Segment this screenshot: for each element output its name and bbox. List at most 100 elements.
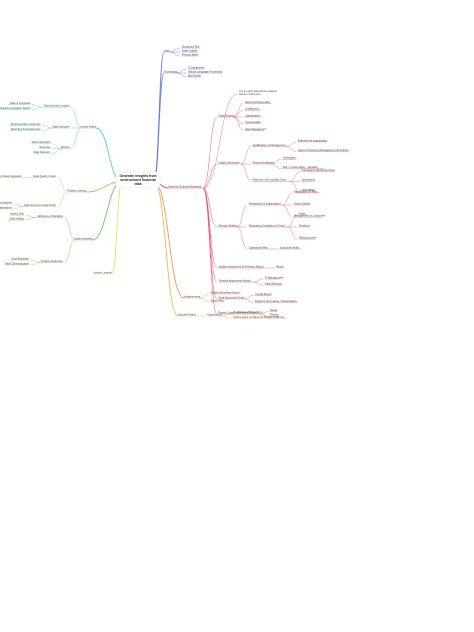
branch-problem-child-0-data-quality-check[interactable]: Data Quality Check (33, 174, 56, 178)
steps-group-1-insight-generation-distinction-the-liquidity-code-participants-dashboard-flow[interactable]: Participants Dashboard Flow (301, 168, 336, 172)
steps-group-1-insight-generation-distinction-the-liquidity-code[interactable]: Distinction the Liquidity Code (252, 178, 291, 182)
branch-achieve[interactable]: Achievements (184, 294, 201, 298)
branch-achieve-child-1-action-plan[interactable]: Action Plan (210, 298, 225, 302)
branch-success-child-0-organization-performance-of-values-for-budget-fulfilment[interactable]: Performance of Values for Budget Fulfilm… (233, 315, 288, 319)
branch-problem-child-0-data-quality-check-standardisation-data-integration-label: Standardisation Data Integration (0, 174, 22, 178)
steps-group-2-decision-making-fluctuating-conditions-of-trend-tendency[interactable]: Tendency (299, 223, 311, 227)
branch-issues-child-2-method-automate-label: Automate (39, 145, 51, 149)
branch-issues-child-2-method-data-selection[interactable]: Data Selection (33, 150, 51, 154)
steps-group-0-data-process-contextualise[interactable]: Contextualise (245, 120, 261, 124)
branch-technology-child-1-natural-language-processing-label: Natural Language Processing (188, 69, 223, 73)
steps-group-5-final-document-fixed[interactable]: Final Document Fixed (218, 295, 245, 299)
branch-input-child-0-structured-text[interactable]: Structured Text (181, 44, 201, 48)
branch-measure-child-0-efficiency-of-workflow-saving-time[interactable]: Saving Time (10, 212, 25, 216)
steps-group-2-decision-making-perspective-of-organization[interactable]: Perspective of Organization (248, 201, 283, 205)
steps-group-1-insight-generation-recommendations-link-0 (271, 159, 282, 165)
branch-success-child-0-organization[interactable]: Organization (207, 312, 222, 316)
steps-group-2-decision-making-fluctuating-conditions-of-trend[interactable]: Fluctuating Conditions of Trend (248, 223, 288, 227)
branch-lesson[interactable]: Lesson Learned (93, 270, 112, 274)
steps-group-5-final-document-fixed-result-to-summarise-shareholders[interactable]: Result to Summarise / Shareholders (255, 299, 298, 303)
steps-group-1-insight-generation-recommendations[interactable]: Recommendations (252, 160, 275, 164)
steps-group-0-data-process-qualification[interactable]: Qualification (245, 107, 262, 111)
branch-input-link-2 (170, 51, 181, 57)
steps-group-2-decision-making-operational-plan-executive-ability[interactable]: Executive Ability (280, 245, 302, 249)
steps-group-4-timeline-attachment-activity[interactable]: Timeline Attachment Activity (218, 278, 254, 282)
branch-measure[interactable]: Goals Achieved (74, 236, 93, 240)
steps-group-4-timeline-attachment-activity-data-selection[interactable]: Data Selection (265, 281, 283, 285)
branch-technology-child-1-natural-language-processing[interactable]: Natural Language Processing (188, 69, 223, 73)
branch-measure-child-1-timeline-reduction-data-communication[interactable]: Data Communication (5, 261, 30, 265)
branch-measure-child-1-timeline-reduction-cost-reduction[interactable]: Cost Reduction (11, 256, 29, 260)
branch-issues-child-1-data-structure[interactable]: Data Structure (52, 124, 70, 128)
root-node[interactable]: Generate insights from unstructured fina… (115, 171, 161, 189)
steps-group-0-data-process-classification[interactable]: Classification (245, 113, 263, 117)
branch-problem[interactable]: Problem Solving (67, 188, 86, 192)
steps-group-0-data-process-data-and-data-quality-label: Data And Data quality (245, 100, 271, 104)
branch-issues-child-1-data-structure-reporting-inconsistencies[interactable]: Reporting Inconsistencies (9, 127, 41, 131)
branch-issues-child-2-method[interactable]: Method (61, 145, 70, 149)
branch-measure-child-0-efficiency-of-workflow-saving-time-label: Saving Time (10, 212, 25, 216)
steps-group-6-pattern-graph-of-revised-process-results[interactable]: Results (270, 313, 279, 317)
branch-problem-link-0 (57, 177, 68, 193)
branch-problem-child-1-data-structure-fixed-model[interactable]: Data Structure Fixed Model (23, 203, 56, 207)
branch-measure-child-0-efficiency-of-workflow[interactable]: Efficiency of Workflow (35, 214, 64, 218)
branch-success-child-0-organization-production-of-short-term[interactable]: Production of Short Term (233, 310, 264, 314)
steps-group-2-decision-making-perspective-of-organization-participation-of-plan[interactable]: Participation of Plan (294, 189, 321, 193)
steps-group-5-final-document-fixed-annual-report[interactable]: Annual Report (255, 292, 272, 296)
branch-success[interactable]: Success Ratios (178, 312, 197, 316)
branch-issues-child-0-data-quantity-insights-label: Data Quantity Insights (44, 104, 70, 108)
branch-issues-child-2-method-automate[interactable]: Automate (39, 145, 51, 149)
branch-issues-child-2-method-metric-mismatch[interactable]: Metric Mismatch (32, 140, 51, 144)
branch-technology-child-2-big-module[interactable]: Big Module (188, 73, 202, 77)
branch-problem-link-1 (57, 191, 68, 207)
steps-group-6-pattern-graph-of-revised-process[interactable]: Pattern Graph of Revised Process (218, 310, 259, 314)
branch-achieve-child-0-efficient-business-report[interactable]: Efficient Business Report (210, 290, 242, 294)
branch-issues-child-0-data-quantity-insights-unorganised-data-accumulation-report[interactable]: Unorganised Data Accumulation Report (0, 106, 31, 110)
branch-issues[interactable]: Issues Faced (81, 124, 97, 128)
steps-group-2-decision-making-operational-plan[interactable]: Operational Plan (248, 245, 269, 249)
steps-group-0-data-process-label: Data Process (219, 113, 235, 117)
branch-measure-label: Goals Achieved (74, 236, 93, 240)
steps-group-1-insight-generation-qualification-of-management-logic-of-financing-management-information[interactable]: Logic of Financing Management Informatio… (297, 148, 349, 152)
branch-technology[interactable]: Technology (164, 69, 178, 73)
steps-group-0-data-process-data-and-data-quality[interactable]: Data And Data quality (245, 100, 272, 104)
steps-group-4-timeline-attachment-activity-it-management[interactable]: IT Management (265, 275, 283, 279)
steps-group-3-quality-assessment-of-previous-report-result[interactable]: Result (276, 264, 284, 268)
steps-group-1-insight-generation-recommendations-sell-of-information-valuation[interactable]: Sell - of information - Valuation (282, 165, 324, 169)
steps-group-5-final-document-fixed-label: Final Document Fixed (219, 295, 245, 299)
branch-input[interactable]: Input (164, 48, 171, 52)
steps-group-1-insight-generation-distinction-the-liquidity-code-operational[interactable]: Operational (301, 178, 316, 182)
steps-group-1-insight-generation[interactable]: Insight Generation (218, 160, 242, 164)
branch-input-child-1-asset-outline-label: Asset Outline (182, 48, 198, 52)
steps-group-6-pattern-graph-of-revised-process-result[interactable]: Result (270, 308, 278, 312)
branch-issues-child-1-data-structure-structured-non-uniformity[interactable]: Structured Non Uniformity (9, 122, 41, 126)
branch-issues-child-0-data-quantity-insights[interactable]: Data Quantity Insights (42, 104, 70, 108)
branch-measure-child-0-efficiency-of-workflow-data-validity[interactable]: Data Validity (7, 217, 25, 221)
steps-group-3-quality-assessment-of-previous-report[interactable]: Quality Assessment of Previous Report (218, 264, 265, 268)
steps-group-2-decision-making[interactable]: Decision Making (218, 223, 239, 227)
branch-measure-child-1-timeline-reduction-cost-reduction-label: Cost Reduction (11, 256, 29, 260)
branch-problem-child-1-data-structure-fixed-model-testing-collaborations[interactable]: Testing Collaborations (0, 205, 12, 209)
steps-group-2-decision-making-fluctuating-conditions-of-trend-reduced-level[interactable]: Reduced Level (299, 236, 317, 240)
branch-input-child-2-protocol-bank[interactable]: Protocol Bank (181, 52, 199, 56)
steps-group-2-decision-making-fluctuating-conditions-of-trend-trend[interactable]: Trend (299, 211, 306, 215)
steps-group-1-insight-generation-distinction-the-liquidity-code-information[interactable]: Information (301, 187, 316, 191)
branch-technology-child-0-it-department[interactable]: IT Department (188, 65, 205, 69)
branch-problem-child-1-data-structure-fixed-model-data-analysis[interactable]: Data Analysis (0, 200, 12, 204)
branch-measure-child-0-efficiency-of-workflow-link-1 (25, 217, 36, 221)
steps-group-2-decision-making-perspective-of-organization-management-of-customers[interactable]: Management of Customers (294, 214, 326, 218)
branch-problem-child-0-data-quality-check-standardisation-data-integration[interactable]: Standardisation Data Integration (0, 174, 22, 178)
branch-issues-child-0-data-quantity-insights-data-is-integrated[interactable]: Data is Integrated (8, 101, 31, 105)
branch-steps[interactable]: Steps for Financial Notebook (168, 184, 203, 188)
steps-group-1-insight-generation-recommendations-investigate[interactable]: Investigate (282, 156, 297, 160)
steps-group-1-insight-generation-qualification-of-management[interactable]: Qualification of Management (252, 143, 287, 147)
steps-group-0-data-process-data-management[interactable]: Data Management (245, 127, 267, 131)
branch-achieve-label: Achievements (184, 294, 201, 298)
steps-group-2-decision-making-perspective-of-organization-future-market[interactable]: Future Market (294, 201, 310, 205)
branch-input-child-1-asset-outline[interactable]: Asset Outline (181, 48, 198, 52)
steps-group-1-insight-generation-qualification-of-management-examine-the-organization[interactable]: Examine the organization (297, 138, 328, 142)
steps-group-0-data-process[interactable]: Data Process (218, 113, 235, 117)
branch-measure-child-1-timeline-reduction[interactable]: Timeline Reduction (40, 259, 64, 263)
branch-lesson-label: Lesson Learned (93, 270, 112, 274)
